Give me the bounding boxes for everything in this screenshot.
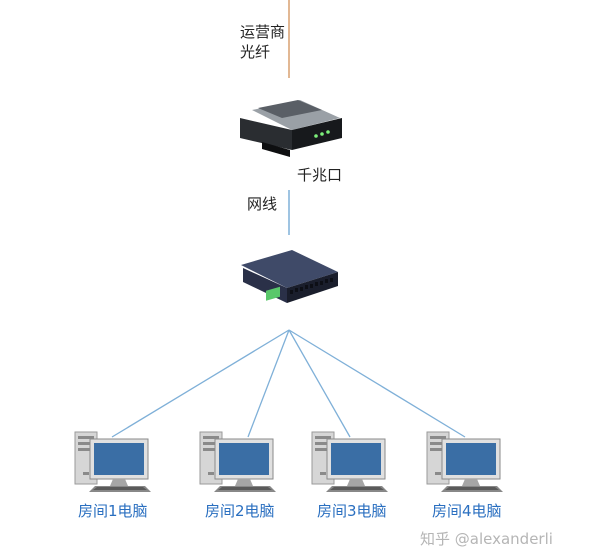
computer-3-icon (311, 431, 389, 493)
isp-fiber-label-line1: 运营商 (240, 23, 286, 41)
computer-3-label: 房间3电脑 (317, 502, 387, 520)
computer-4-icon (426, 431, 504, 493)
modem-icon (240, 100, 342, 157)
computer-2-label: 房间2电脑 (205, 502, 275, 520)
gigabit-port-label: 千兆口 (297, 166, 343, 184)
isp-fiber-label-line2: 光纤 (240, 43, 271, 61)
network-cable-label: 网线 (247, 195, 278, 213)
switch-icon (241, 250, 338, 303)
switch-to-pc-lines (111, 329, 466, 438)
computer-4-label: 房间4电脑 (432, 502, 502, 520)
computer-1-label: 房间1电脑 (78, 502, 148, 520)
computer-1-icon (74, 431, 152, 493)
computer-2-icon (199, 431, 277, 493)
watermark: 知乎 @alexanderli (420, 530, 553, 548)
